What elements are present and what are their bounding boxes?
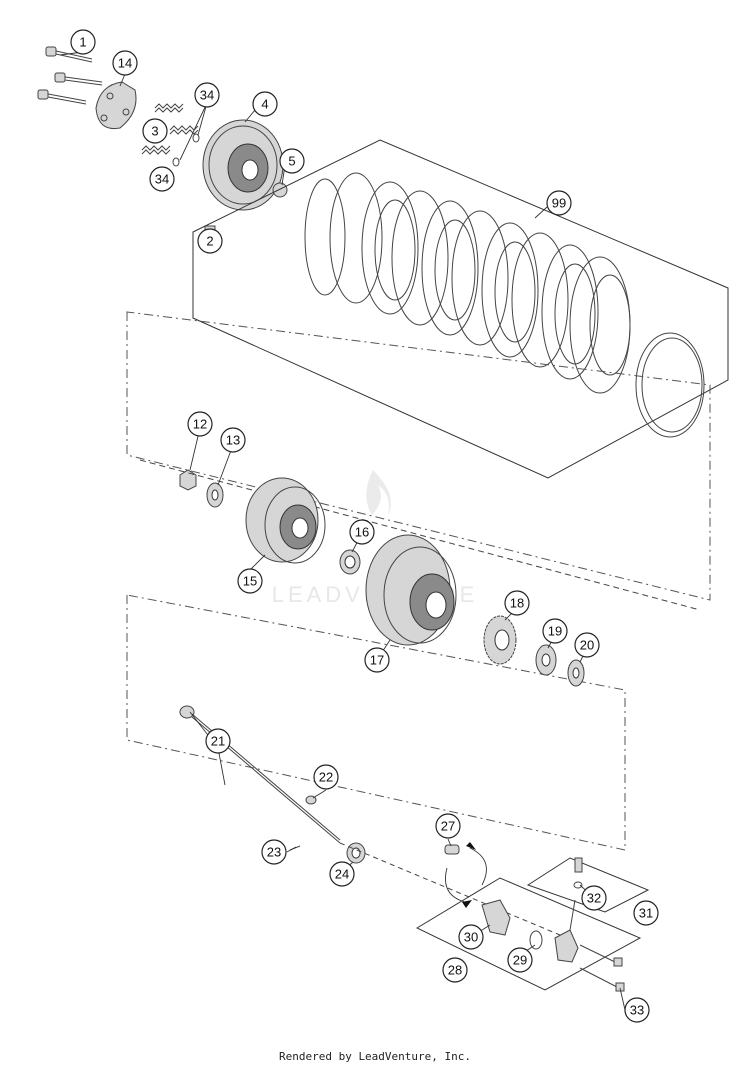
callout-31: 31: [633, 900, 659, 926]
release-lever-part: [481, 899, 511, 936]
callout-18: 18: [504, 590, 530, 616]
callout-12: 12: [187, 411, 213, 437]
svg-text:33: 33: [630, 1003, 644, 1018]
callout-15: 15: [237, 568, 263, 594]
svg-text:20: 20: [580, 638, 594, 653]
callout-28: 28: [442, 957, 468, 983]
svg-text:23: 23: [267, 845, 281, 860]
bleed-screw-part: [573, 857, 583, 889]
svg-text:34: 34: [200, 88, 214, 103]
callout-29: 29: [507, 947, 533, 973]
svg-text:22: 22: [319, 770, 333, 785]
callout-13: 13: [220, 427, 246, 453]
clutch-plates-stack: [304, 172, 631, 394]
callout-3: 3: [142, 118, 168, 144]
callout-27: 27: [435, 813, 461, 839]
inner-hub-part: [245, 477, 326, 564]
thrust-washer-part: [567, 659, 585, 687]
svg-text:29: 29: [513, 953, 527, 968]
svg-text:24: 24: [335, 867, 349, 882]
small-bushing-part: [444, 844, 460, 855]
outer-basket-part: [365, 534, 457, 646]
svg-text:19: 19: [548, 624, 562, 639]
callout-34b: 34: [149, 166, 175, 192]
callout-4: 4: [252, 91, 278, 117]
svg-text:28: 28: [448, 963, 462, 978]
svg-text:16: 16: [355, 525, 369, 540]
callout-16: 16: [349, 519, 375, 545]
release-piece-part: [346, 842, 366, 864]
bolts-group: [37, 46, 103, 105]
svg-text:1: 1: [79, 35, 86, 50]
screws-group: [579, 944, 625, 992]
callout-22: 22: [313, 764, 339, 790]
callout-20: 20: [574, 632, 600, 658]
callout-17: 17: [364, 647, 390, 673]
pressure-plate-part: [202, 119, 288, 235]
gear-part: [483, 615, 517, 665]
svg-text:30: 30: [464, 930, 478, 945]
svg-text:4: 4: [261, 97, 268, 112]
callout-23: 23: [261, 839, 287, 865]
svg-text:34: 34: [155, 172, 169, 187]
needle-bearing-part: [535, 644, 557, 676]
hub-assembly-frame: [126, 311, 711, 601]
springs-group: [141, 103, 200, 167]
svg-text:5: 5: [288, 154, 295, 169]
callout-30: 30: [458, 924, 484, 950]
svg-text:27: 27: [441, 819, 455, 834]
slave-cylinder-part: [554, 899, 579, 963]
svg-text:17: 17: [370, 653, 384, 668]
release-kit-frame: [415, 877, 642, 991]
svg-text:3: 3: [151, 124, 158, 139]
callout-33: 33: [624, 997, 650, 1023]
svg-text:21: 21: [211, 734, 225, 749]
svg-text:12: 12: [193, 417, 207, 432]
callout-24: 24: [329, 861, 355, 887]
washer-part: [206, 482, 224, 508]
callout-32: 32: [581, 885, 607, 911]
svg-text:2: 2: [206, 234, 213, 249]
nut-part: [179, 469, 197, 491]
callout-14: 14: [112, 50, 138, 76]
svg-text:14: 14: [118, 56, 132, 71]
svg-text:99: 99: [552, 196, 566, 211]
callout-1: 1: [70, 29, 96, 55]
svg-text:15: 15: [243, 574, 257, 589]
oring-part: [529, 930, 543, 950]
callout-21: 21: [205, 728, 231, 754]
spring-ring-part: [635, 332, 705, 438]
svg-text:18: 18: [510, 596, 524, 611]
plate-set-frame: [192, 139, 729, 479]
svg-text:32: 32: [587, 891, 601, 906]
cover-plate-part: [95, 81, 137, 130]
callout-19: 19: [542, 618, 568, 644]
callout-5: 5: [279, 148, 305, 174]
shaft-assembly-frame: [126, 594, 626, 851]
callout-99: 99: [546, 190, 572, 216]
callout-34: 34: [194, 82, 220, 108]
footer-credit: Rendered by LeadVenture, Inc.: [278, 1050, 472, 1063]
bearing-part: [339, 549, 361, 575]
callout-2: 2: [197, 228, 223, 254]
svg-text:31: 31: [639, 906, 653, 921]
rotation-arrow-icon: [445, 842, 487, 908]
svg-text:13: 13: [226, 433, 240, 448]
bleed-screw-frame: [526, 857, 650, 913]
